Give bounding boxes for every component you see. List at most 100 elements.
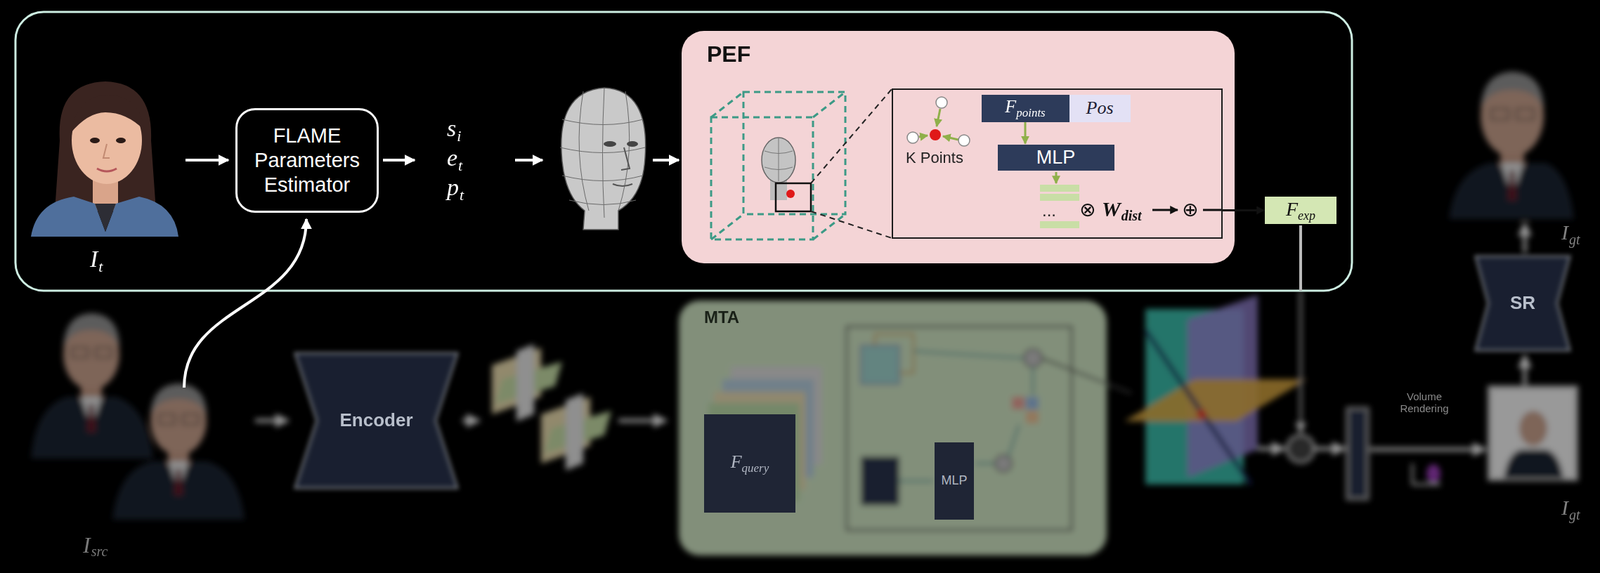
symbol: e [446, 146, 458, 171]
illustration-part [1196, 409, 1207, 420]
triplane-small [491, 344, 612, 471]
text-group: MLP [1036, 146, 1076, 169]
symbol: I [1561, 497, 1569, 519]
illustration-part [1489, 387, 1577, 480]
illustration-part [618, 419, 667, 424]
illustration-part [115, 137, 126, 144]
illustration-part [994, 455, 1012, 473]
feature-box: Fquery [704, 414, 796, 513]
illustration-part [786, 189, 795, 199]
subscript: t [458, 158, 463, 174]
subscript: exp [1297, 208, 1316, 223]
head-mesh [560, 87, 646, 230]
illustration-part [95, 347, 112, 358]
symbol: s [446, 116, 457, 141]
person-photo [112, 383, 245, 520]
illustration-part [860, 456, 900, 506]
illustration-part [1202, 209, 1223, 212]
illustration-part [1370, 448, 1486, 452]
illustration-part [174, 468, 183, 496]
illustration-part [1411, 463, 1414, 485]
illustration-part [652, 158, 679, 162]
illustration-part [1041, 358, 1132, 394]
illustration-part [1448, 163, 1575, 220]
symbol: I [82, 534, 91, 557]
illustration-part [626, 141, 639, 147]
upsampler-block: SR [1474, 255, 1572, 353]
illustration-part [1507, 170, 1517, 201]
feature-box: Fexp [1264, 196, 1337, 225]
module-panel: PEF K Points Fpoints PosMLP [681, 30, 1235, 264]
illustration-part [94, 203, 116, 232]
node-label: K Points [905, 148, 964, 168]
illustration-part [158, 414, 175, 425]
mlp-box: MLP [997, 144, 1115, 171]
connector-arrow [1222, 209, 1265, 212]
illustration-part [89, 137, 100, 144]
illustration-part [761, 137, 796, 183]
illustration-part [182, 414, 199, 425]
illustration-part [71, 347, 88, 358]
illustration-part [1257, 447, 1285, 452]
illustration-part [1008, 425, 1019, 457]
illustration-part [1314, 447, 1345, 452]
text-group: Fquery [730, 451, 770, 476]
node-label: PEF [706, 40, 751, 68]
illustration-part [1039, 184, 1080, 192]
illustration-part [810, 211, 892, 239]
subscript: points [1016, 106, 1046, 120]
illustration-part [711, 214, 744, 240]
illustration-part [184, 219, 307, 388]
block-outline-shape [1475, 256, 1570, 351]
detail-box: K Points Fpoints PosMLP [891, 88, 1223, 239]
portrait-photo [30, 81, 179, 237]
illustration-part [612, 184, 633, 187]
illustration-part [1491, 108, 1509, 120]
feature-stack [1039, 184, 1080, 229]
text-group: Fexp [1285, 197, 1316, 225]
illustration-part [54, 81, 156, 211]
operator: ⊗ [1079, 200, 1096, 220]
subscript: dist [1121, 208, 1142, 223]
node-label: Pos [1086, 97, 1114, 119]
text-group: Pos [1086, 96, 1114, 119]
subscript: t [98, 259, 103, 275]
sample-cube [711, 89, 892, 240]
node-label: F [730, 451, 743, 473]
stage-label: Volume Rendering [1385, 390, 1463, 416]
node-label: MLP [1036, 146, 1076, 168]
illustration-part [913, 351, 1024, 359]
illustration-part [63, 313, 120, 348]
illustration-part [70, 94, 145, 134]
illustration-part [621, 147, 630, 171]
illustration-part [812, 92, 846, 118]
illustration-part [942, 136, 959, 140]
illustration-part [1299, 225, 1303, 291]
illustration-part [1025, 397, 1039, 410]
illustration-part [1152, 209, 1178, 212]
illustration-part [1523, 223, 1527, 253]
illustration-part [846, 326, 1072, 531]
node-label: F [1285, 198, 1298, 220]
illustration-part [185, 158, 229, 162]
module-panel-ground [678, 300, 1107, 556]
subscript: src [91, 544, 109, 559]
feature-box: Fpoints [981, 94, 1070, 123]
illustration-part [1025, 411, 1039, 424]
illustration-part [975, 463, 995, 466]
illustration-part [579, 87, 630, 218]
subscript: t [459, 187, 464, 204]
attention-block [846, 326, 1132, 531]
illustration-part [1412, 484, 1441, 487]
illustration-part [1299, 290, 1303, 433]
illustration-part [1523, 355, 1527, 386]
triplane-large [1124, 295, 1307, 485]
text-group: Fpoints [1004, 95, 1045, 121]
module-panel-ground [681, 30, 1235, 264]
node-label: F [1004, 96, 1017, 117]
axes-icon [1412, 463, 1441, 485]
illustration-part [810, 89, 892, 184]
node-label: FLAME Parameters Estimator [254, 124, 360, 197]
